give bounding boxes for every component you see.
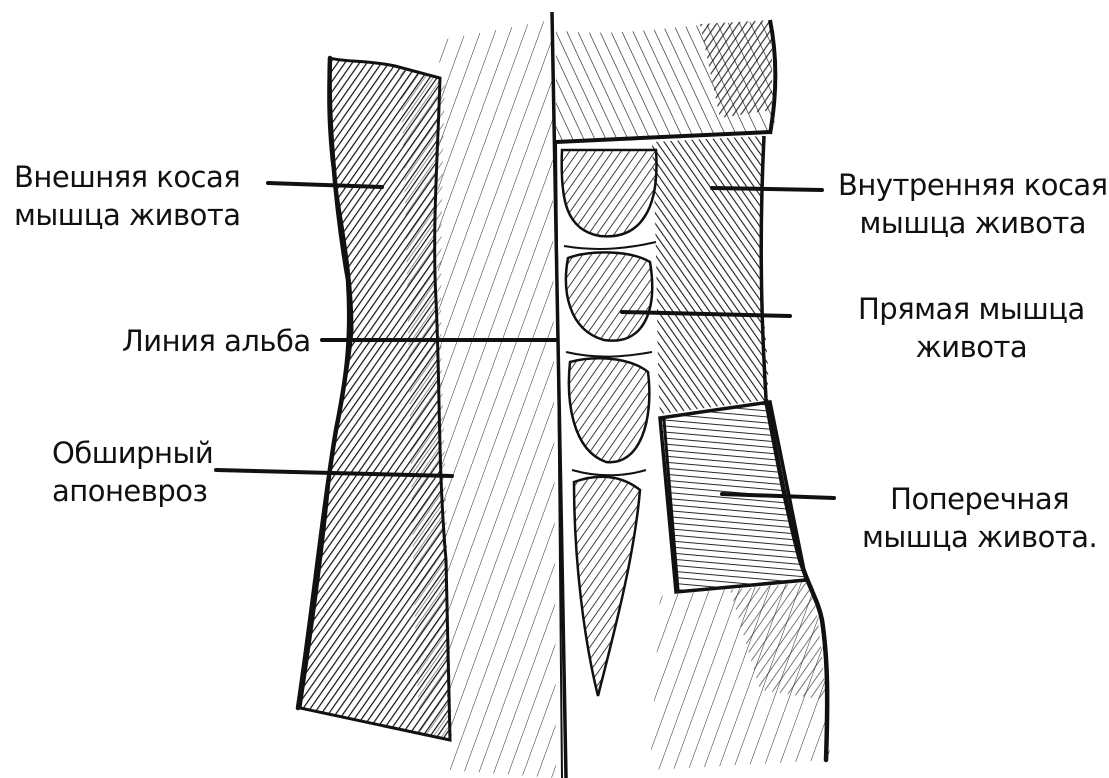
- label-internal-oblique-line2: мышца живота: [838, 204, 1108, 242]
- label-rectus-line1: Прямая мышца: [858, 290, 1085, 328]
- label-transversus-line2: мышца живота.: [862, 518, 1097, 556]
- label-internal-oblique-line1: Внутренняя косая: [838, 166, 1108, 204]
- label-aponeurosis-line2: апоневроз: [52, 472, 213, 510]
- label-aponeurosis-line1: Обширный: [52, 434, 213, 472]
- label-linea-alba-text: Линия альба: [122, 322, 311, 360]
- label-transversus-line1: Поперечная: [862, 480, 1097, 518]
- label-broad-aponeurosis: Обширный апоневроз: [52, 434, 213, 510]
- label-linea-alba: Линия альба: [122, 322, 311, 360]
- label-external-oblique: Внешняя косая мышца живота: [14, 158, 241, 234]
- rectus-abdominis-muscle: [562, 150, 657, 696]
- label-internal-oblique: Внутренняя косая мышца живота: [838, 166, 1108, 242]
- label-rectus-line2: живота: [858, 328, 1085, 366]
- internal-oblique-muscle: [652, 136, 768, 414]
- label-transversus-abdominis: Поперечная мышца живота.: [862, 480, 1097, 556]
- label-rectus-abdominis: Прямая мышца живота: [858, 290, 1085, 366]
- label-external-oblique-line2: мышца живота: [14, 196, 241, 234]
- label-external-oblique-line1: Внешняя косая: [14, 158, 241, 196]
- aponeurosis-region: [438, 20, 556, 778]
- leader-internal-oblique: [712, 188, 822, 190]
